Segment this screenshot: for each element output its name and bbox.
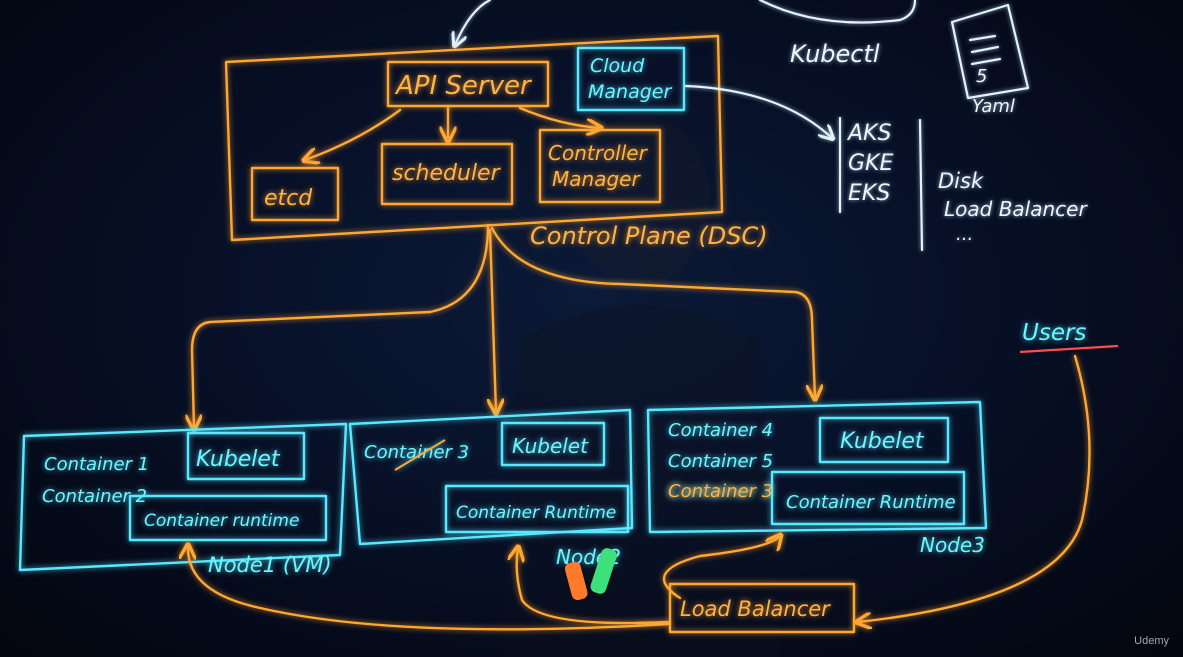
node1-kubelet-label: Kubelet: [196, 447, 281, 472]
api-to-etcd-arrow: [305, 108, 402, 160]
node1-runtime-label: Container runtime: [144, 511, 299, 531]
provider-eks: EKS: [848, 181, 890, 206]
yaml-file-lines: [968, 34, 1002, 66]
load-balancer-label: Load Balancer: [680, 597, 831, 621]
lb-to-node3-arrow: [662, 536, 780, 600]
node3-label: Node3: [920, 533, 985, 557]
node3-kubelet-label: Kubelet: [840, 429, 925, 454]
node2-container-strike: [394, 439, 446, 471]
node1-container-1: Container 1: [44, 454, 149, 475]
cloud-manager-line2: Manager: [588, 81, 672, 103]
node2-kubelet-box: [500, 421, 606, 467]
api-to-controller-arrow: [518, 106, 600, 128]
controller-manager-line1: Controller: [548, 141, 649, 165]
controller-manager-line2: Manager: [552, 167, 641, 191]
udemy-watermark: Udemy: [1134, 635, 1169, 647]
yaml-label: Yaml: [972, 96, 1015, 117]
control-plane-label: Control Plane (DSC): [530, 222, 768, 250]
users-label: Users: [1022, 320, 1086, 346]
cp-to-node3-arrow: [490, 226, 815, 398]
provider-aks: AKS: [846, 121, 891, 146]
users-underline: [1019, 344, 1119, 354]
cp-to-node2-arrow: [490, 228, 496, 412]
api-server-label: API Server: [394, 71, 533, 101]
lb-to-node2-arrow: [517, 548, 670, 625]
node1-runtime-box: [128, 494, 328, 542]
node3-container-5: Container 5: [668, 451, 773, 472]
node3-container-3: Container 3: [668, 481, 773, 502]
node3-container-4: Container 4: [668, 420, 773, 441]
marker-pens: [564, 548, 617, 601]
node1-container-2: Container 2: [42, 486, 147, 507]
node2-box: [348, 408, 634, 546]
provider-gke: GKE: [848, 151, 893, 176]
yaml-file-icon: [950, 3, 1030, 100]
yaml-number: 5: [976, 66, 987, 87]
etcd-label: etcd: [264, 186, 313, 211]
node3-kubelet-box: [818, 416, 950, 464]
kubectl-arrow-to-api: [455, 0, 492, 45]
api-server-box: [386, 60, 550, 108]
node3-runtime-label: Container Runtime: [786, 492, 956, 513]
control-plane-box: [224, 34, 724, 242]
presenter-silhouette: [500, 115, 780, 657]
scheduler-box: [380, 142, 514, 206]
cp-to-node1-arrow: [192, 223, 490, 428]
node3-runtime-box: [770, 470, 966, 526]
etcd-box: [250, 166, 340, 222]
kubectl-curve: [758, 0, 917, 24]
cloud-manager-line1: Cloud: [590, 55, 645, 77]
cloud-manager-box: [576, 46, 686, 112]
kubectl-label: Kubectl: [790, 40, 880, 68]
scheduler-label: scheduler: [392, 161, 502, 186]
node1-kubelet-box: [186, 431, 306, 481]
node2-runtime-box: [444, 484, 630, 534]
cloud-manager-to-providers-arrow: [684, 84, 832, 138]
node3-box: [646, 400, 988, 534]
node1-box: [18, 422, 348, 572]
node2-container-3: Container 3: [364, 442, 469, 463]
resource-disk: Disk: [938, 169, 984, 193]
resources-divider: [918, 118, 924, 252]
users-to-lb-arrow: [858, 354, 1091, 622]
load-balancer-box: [668, 582, 856, 634]
node2-runtime-label: Container Runtime: [456, 503, 616, 523]
resource-load-balancer: Load Balancer: [944, 197, 1088, 221]
lb-to-node1-arrow: [188, 546, 670, 631]
node2-kubelet-label: Kubelet: [512, 434, 589, 458]
node1-label: Node1 (VM): [208, 553, 332, 577]
resource-ellipsis: ...: [956, 224, 973, 245]
